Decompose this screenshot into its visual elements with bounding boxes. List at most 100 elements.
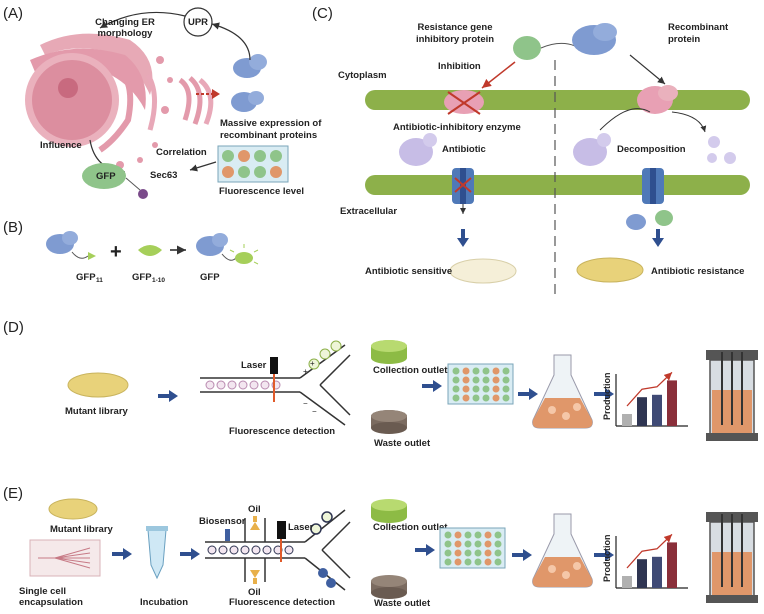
plate-well [472, 376, 480, 384]
extracellular-label: Extracellular [340, 206, 397, 217]
massive-expression-line2: recombinant proteins [220, 130, 317, 141]
plate-well [452, 394, 460, 402]
changing-er-line1: Changing ER [95, 17, 155, 28]
bioreactor-d [706, 350, 758, 441]
inhibition-label: Inhibition [438, 61, 481, 72]
plate-well [464, 549, 472, 557]
plate-well [222, 166, 234, 178]
plate-well [494, 549, 502, 557]
antibiotic-right [573, 138, 607, 166]
panel-b: (B) GFP 11 + GFP 1-10 GFP [3, 219, 259, 284]
plate-well [464, 558, 472, 566]
plate-well [222, 150, 234, 162]
plate-well [462, 367, 470, 375]
gfp11-label: GFP [76, 272, 96, 283]
correlation-label: Correlation [156, 147, 207, 158]
panel-e-label: (E) [3, 485, 23, 502]
waste-outlet-label-e: Waste outlet [374, 598, 431, 609]
sensitive-dish [449, 258, 517, 284]
arrow-d1 [158, 390, 178, 402]
sorter-d: ++ −− [200, 340, 351, 426]
plate-well [472, 385, 480, 393]
massive-expression-line1: Massive expression of [220, 118, 322, 129]
plate-well [452, 367, 460, 375]
influence-label: Influence [40, 140, 82, 151]
arrow-d3 [518, 388, 538, 400]
waste-outlet-label-d: Waste outlet [374, 438, 431, 449]
production-bar [637, 397, 647, 426]
correlation-arrow [189, 161, 217, 172]
gfp110-sub: 1-10 [152, 277, 165, 284]
oil-bottom-label: Oil [248, 587, 261, 598]
production-bar [637, 559, 647, 588]
gfp-label-b: GFP [200, 272, 220, 283]
plate-well [454, 558, 462, 566]
gfp11-tag [88, 252, 96, 260]
droplet [249, 380, 259, 390]
droplet [207, 545, 217, 555]
biosensor-inlet [225, 529, 230, 541]
sec63-dot [138, 189, 148, 199]
gfp110-fragment [138, 245, 162, 256]
plate-well [484, 558, 492, 566]
decomposition-label: Decomposition [617, 144, 686, 155]
droplet [205, 380, 215, 390]
gfp11-sub: 11 [96, 277, 103, 284]
fluorescence-detection-d: Fluorescence detection [229, 426, 335, 437]
plate-well [482, 367, 490, 375]
incubation-label: Incubation [140, 597, 188, 608]
plate-well [474, 531, 482, 539]
collection-outlet-label-d: Collection outlet [373, 365, 448, 376]
plate-well [474, 549, 482, 557]
panel-d-label: (D) [3, 319, 24, 336]
plate-well [472, 394, 480, 402]
plate-well [484, 549, 492, 557]
svg-text:+: + [303, 367, 308, 376]
droplet [251, 545, 261, 555]
production-bar [622, 576, 632, 588]
droplet [284, 545, 294, 555]
plate-well [482, 394, 490, 402]
arrow-e3 [415, 544, 435, 556]
mutant-library-dish-d [67, 372, 129, 398]
incubation-tube [147, 529, 167, 580]
droplet [240, 545, 250, 555]
laser-d [270, 357, 278, 374]
recombinant-protein-line2: protein [668, 34, 700, 45]
degraded-fragment [708, 136, 720, 148]
plate-well [484, 531, 492, 539]
fluorescence-detection-e: Fluorescence detection [229, 597, 335, 608]
plate-well [270, 166, 282, 178]
resistance-gene-line2: inhibitory protein [416, 34, 494, 45]
trend-arrow [626, 371, 673, 407]
plate-well [494, 540, 502, 548]
resistant-dish [576, 257, 644, 283]
plate-well [502, 376, 510, 384]
upr-circle [183, 7, 213, 37]
production-bar [622, 414, 632, 426]
svg-text:−: − [312, 407, 317, 416]
arrow-e1 [112, 548, 132, 560]
plate-well [462, 376, 470, 384]
plate-well [454, 540, 462, 548]
upr-label: UPR [188, 17, 208, 28]
er-cell-illustration [25, 33, 214, 169]
production-bars-e [615, 533, 688, 589]
plate-well [494, 558, 502, 566]
plate-well [452, 376, 460, 384]
recombinant-protein-icons [231, 54, 267, 112]
laser-e [277, 521, 286, 539]
panel-c: (C) Resistance gene inhibitory protein R… [312, 5, 750, 300]
gfp-label-a: GFP [96, 171, 116, 182]
plate-well [472, 367, 480, 375]
enzyme-label: Antibiotic-inhibitory enzyme [393, 122, 521, 133]
down-arrow-left [457, 229, 469, 247]
panel-a: (A) UPR [3, 5, 322, 199]
reconstituted-gfp [235, 252, 253, 264]
gfp110-label: GFP [132, 272, 152, 283]
plate-well [474, 558, 482, 566]
panel-a-label: (A) [3, 5, 23, 22]
droplet [216, 380, 226, 390]
